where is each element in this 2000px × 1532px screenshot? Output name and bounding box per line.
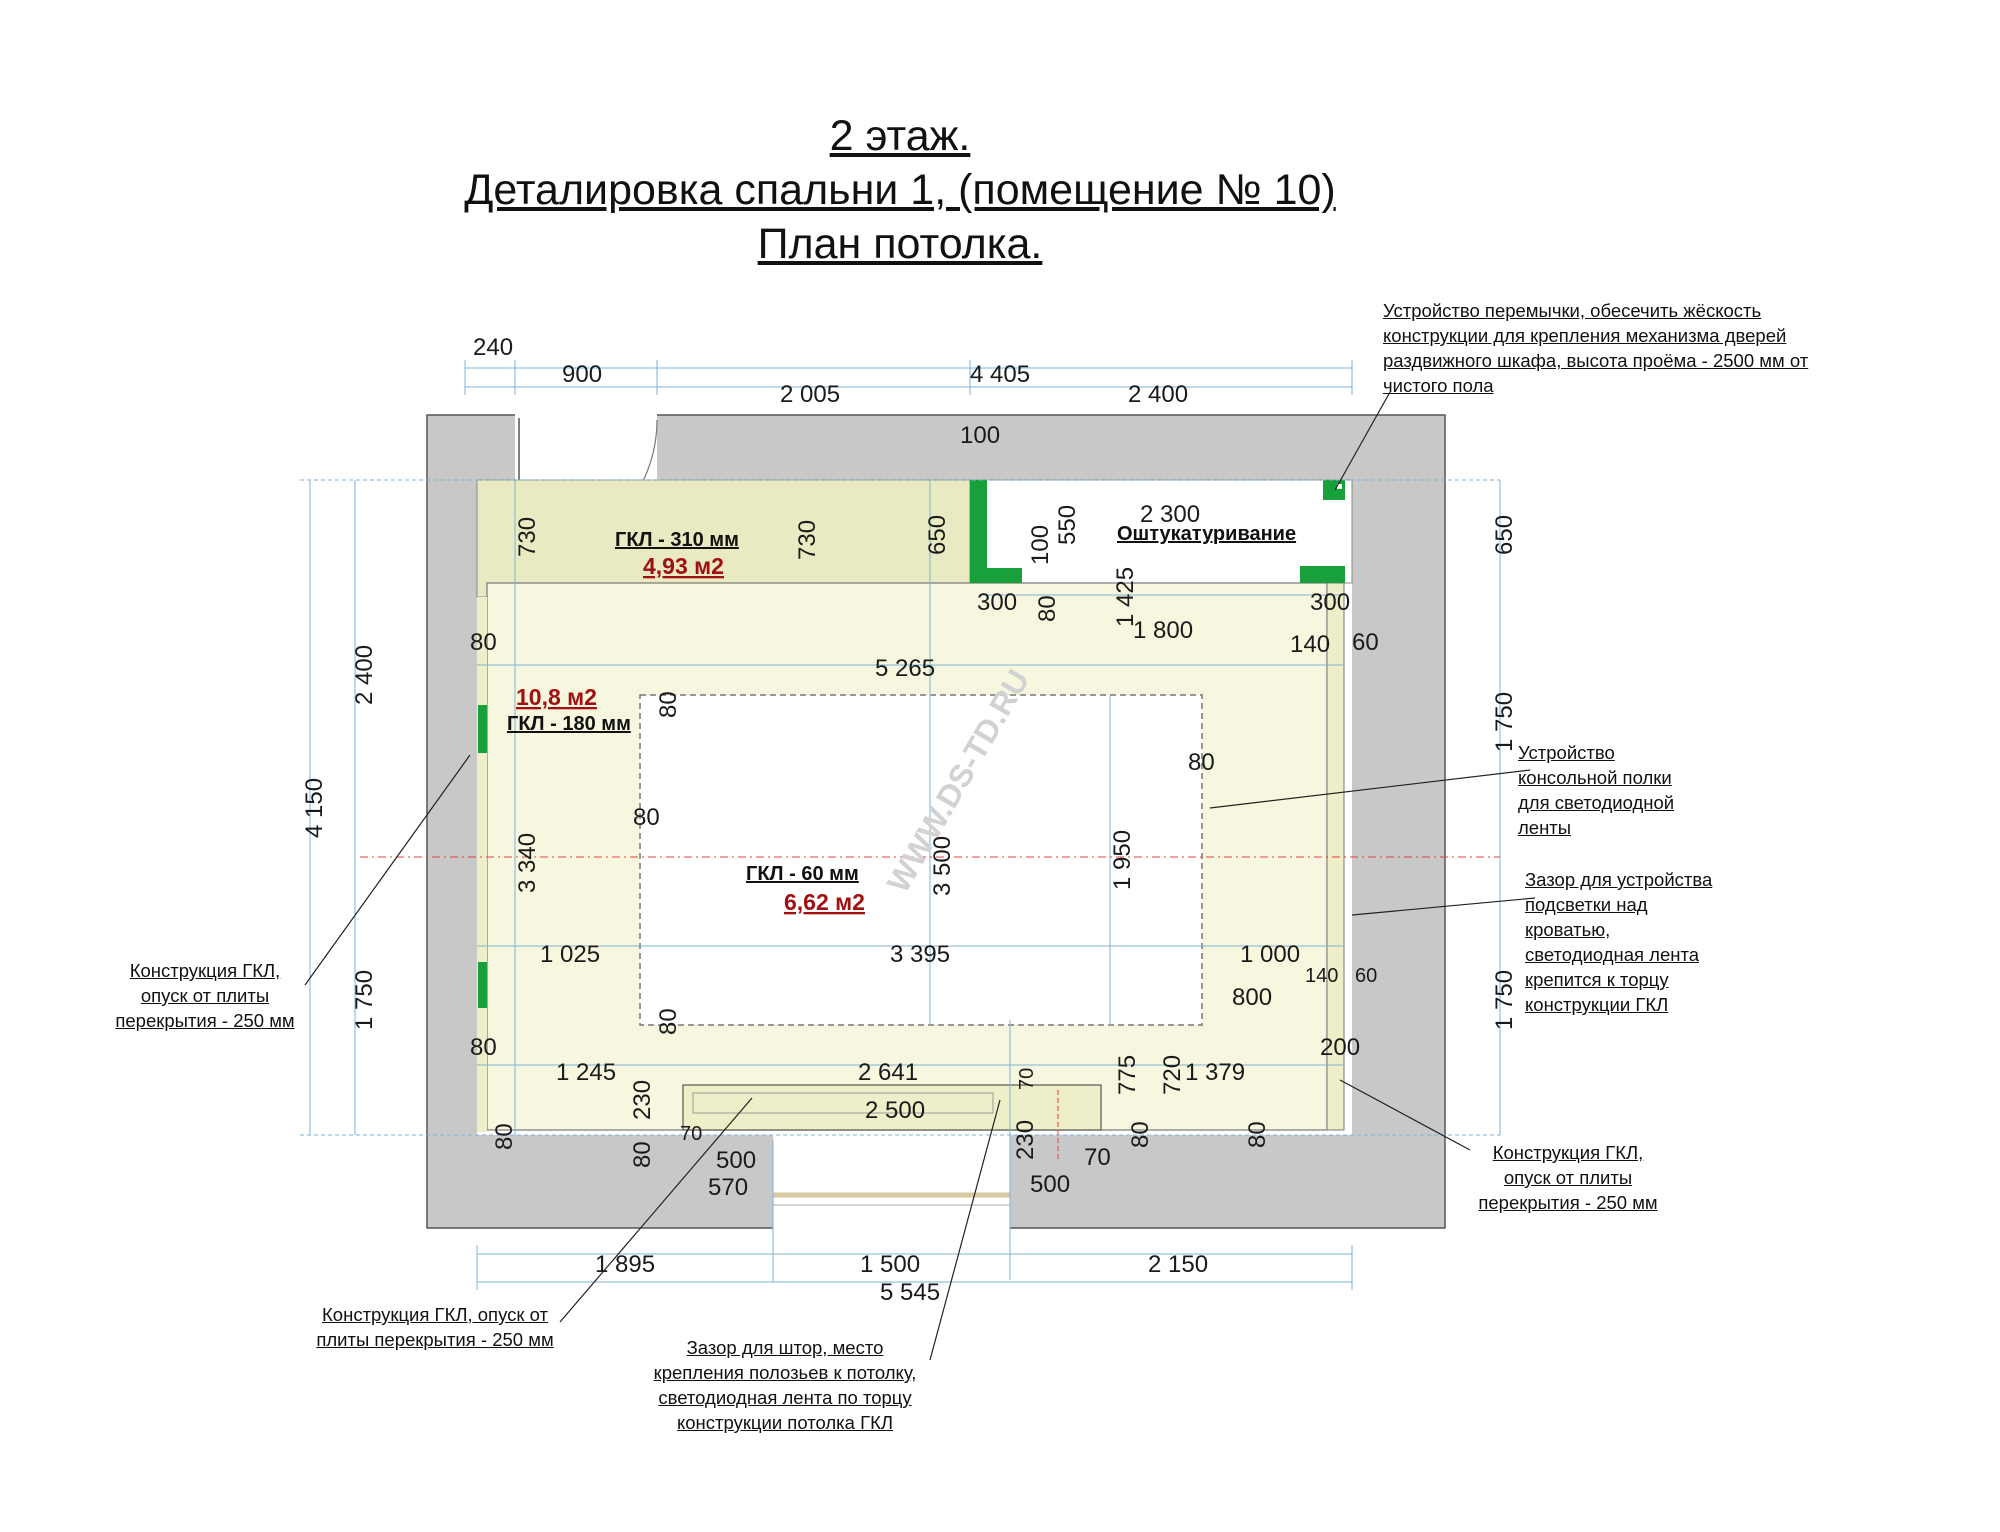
leader-lines <box>304 391 1536 1361</box>
dim-int-500a: 500 <box>716 1147 756 1174</box>
upper-zone-area: 4,93 м2 <box>643 553 724 579</box>
dim-int-140b: 140 <box>1305 965 1338 987</box>
dim-int-80j: 80 <box>1127 1121 1154 1148</box>
dim-int-1950: 1 950 <box>1109 830 1136 890</box>
dim-int-80k: 80 <box>1244 1121 1271 1148</box>
note-curtains: Зазор для штор, место крепления полозьев… <box>653 1337 917 1433</box>
dim-int-200: 200 <box>1320 1034 1360 1061</box>
dim-int-550: 550 <box>1054 505 1081 545</box>
dim-int-140a: 140 <box>1290 631 1330 658</box>
dim-int-70b: 70 <box>680 1123 702 1145</box>
dim-int-1000: 1 000 <box>1240 941 1300 968</box>
dim-int-1425: 1 425 <box>1112 567 1139 627</box>
center-zone-area: 6,62 м2 <box>784 889 865 915</box>
dim-left-3340: 3 340 <box>514 833 541 893</box>
dim-int-80b: 80 <box>470 629 497 656</box>
dim-int-70c: 70 <box>1084 1144 1111 1171</box>
dim-int-800: 800 <box>1232 984 1272 1011</box>
dim-int-2500: 2 500 <box>865 1097 925 1124</box>
closet-zone <box>969 479 1353 584</box>
dim-int-2641: 2 641 <box>858 1059 918 1086</box>
strip-left <box>477 597 487 1132</box>
note-gkl-right: Конструкция ГКЛ, опуск от плиты перекрыт… <box>1478 1142 1658 1213</box>
dim-int-300a: 300 <box>977 589 1017 616</box>
dim-int-80i: 80 <box>491 1123 518 1150</box>
dim-top-2005: 2 005 <box>780 381 840 408</box>
dim-int-3395: 3 395 <box>890 941 950 968</box>
dim-int-720: 720 <box>1159 1055 1186 1095</box>
note-shelf: Устройство консольной полки для светодио… <box>1518 742 1675 838</box>
center-zone-label: ГКЛ - 60 мм <box>746 863 859 885</box>
dim-int-80f: 80 <box>655 1008 682 1035</box>
dim-left-730: 730 <box>514 517 541 557</box>
dim-bottom-1895: 1 895 <box>595 1251 655 1278</box>
dim-int-650: 650 <box>924 515 951 555</box>
dim-int-1800: 1 800 <box>1133 617 1193 644</box>
dim-bottom-2150: 2 150 <box>1148 1251 1208 1278</box>
title-room: Деталировка спальни 1, (помещение № 10) <box>464 166 1336 214</box>
dim-top-2400: 2 400 <box>1128 381 1188 408</box>
dim-int-70a: 70 <box>1016 1068 1038 1090</box>
dim-int-1025: 1 025 <box>540 941 600 968</box>
dim-int-2300: 2 300 <box>1140 501 1200 528</box>
dim-right-650: 650 <box>1491 515 1518 555</box>
note-jumper: Устройство перемычки, обесечить жёскость… <box>1383 300 1809 396</box>
center-zone <box>639 694 1203 1026</box>
dim-int-80g: 80 <box>470 1034 497 1061</box>
dim-bottom-5545: 5 545 <box>880 1279 940 1306</box>
dim-top-4405: 4 405 <box>970 361 1030 388</box>
dim-int-500b: 500 <box>1030 1171 1070 1198</box>
dim-int-60a: 60 <box>1352 629 1379 656</box>
dim-int-3500: 3 500 <box>929 836 956 896</box>
middle-zone-area: 10,8 м2 <box>516 684 597 710</box>
dim-left-4150: 4 150 <box>301 778 328 838</box>
dim-int-5265: 5 265 <box>875 655 935 682</box>
dim-int-300b: 300 <box>1310 589 1350 616</box>
title-plan: План потолка. <box>757 220 1043 268</box>
note-gkl-left: Конструкция ГКЛ, опуск от плиты перекрыт… <box>115 960 295 1031</box>
dim-top-900: 900 <box>562 361 602 388</box>
dim-int-730: 730 <box>794 520 821 560</box>
note-gap-bed: Зазор для устройства подсветки над крова… <box>1525 869 1713 1015</box>
dim-bottom-1500: 1 500 <box>860 1251 920 1278</box>
dim-top-240: 240 <box>473 334 513 361</box>
dim-int-1245: 1 245 <box>556 1059 616 1086</box>
dimension-lines <box>300 360 1501 1290</box>
middle-zone-label: ГКЛ - 180 мм <box>507 713 631 735</box>
dim-int-570: 570 <box>708 1174 748 1201</box>
upper-zone-label: ГКЛ - 310 мм <box>615 529 739 551</box>
dim-int-230a: 230 <box>629 1080 656 1120</box>
dim-int-80h: 80 <box>629 1141 656 1168</box>
dim-int-775: 775 <box>1114 1055 1141 1095</box>
dim-int-230b: 230 <box>1012 1120 1039 1160</box>
title-floor: 2 этаж. <box>829 112 971 160</box>
dim-int-100: 100 <box>1027 525 1054 565</box>
dim-int-60b: 60 <box>1355 965 1377 987</box>
dim-right-1750b: 1 750 <box>1491 970 1518 1030</box>
dim-int-80a: 80 <box>1034 595 1061 622</box>
plaster-elements <box>478 480 1345 1008</box>
dim-int-80d: 80 <box>1188 749 1215 776</box>
closet-zone-label: Оштукатуривание <box>1117 523 1296 545</box>
note-gkl-bottom: Конструкция ГКЛ, опуск от плиты перекрыт… <box>316 1304 554 1350</box>
dim-int-1379: 1 379 <box>1185 1059 1245 1086</box>
dim-int-80c: 80 <box>655 691 682 718</box>
dim-int-80e: 80 <box>633 804 660 831</box>
dim-top-100: 100 <box>960 422 1000 449</box>
dim-left-2400: 2 400 <box>351 645 378 705</box>
dim-right-1750a: 1 750 <box>1491 692 1518 752</box>
dim-left-1750: 1 750 <box>351 970 378 1030</box>
